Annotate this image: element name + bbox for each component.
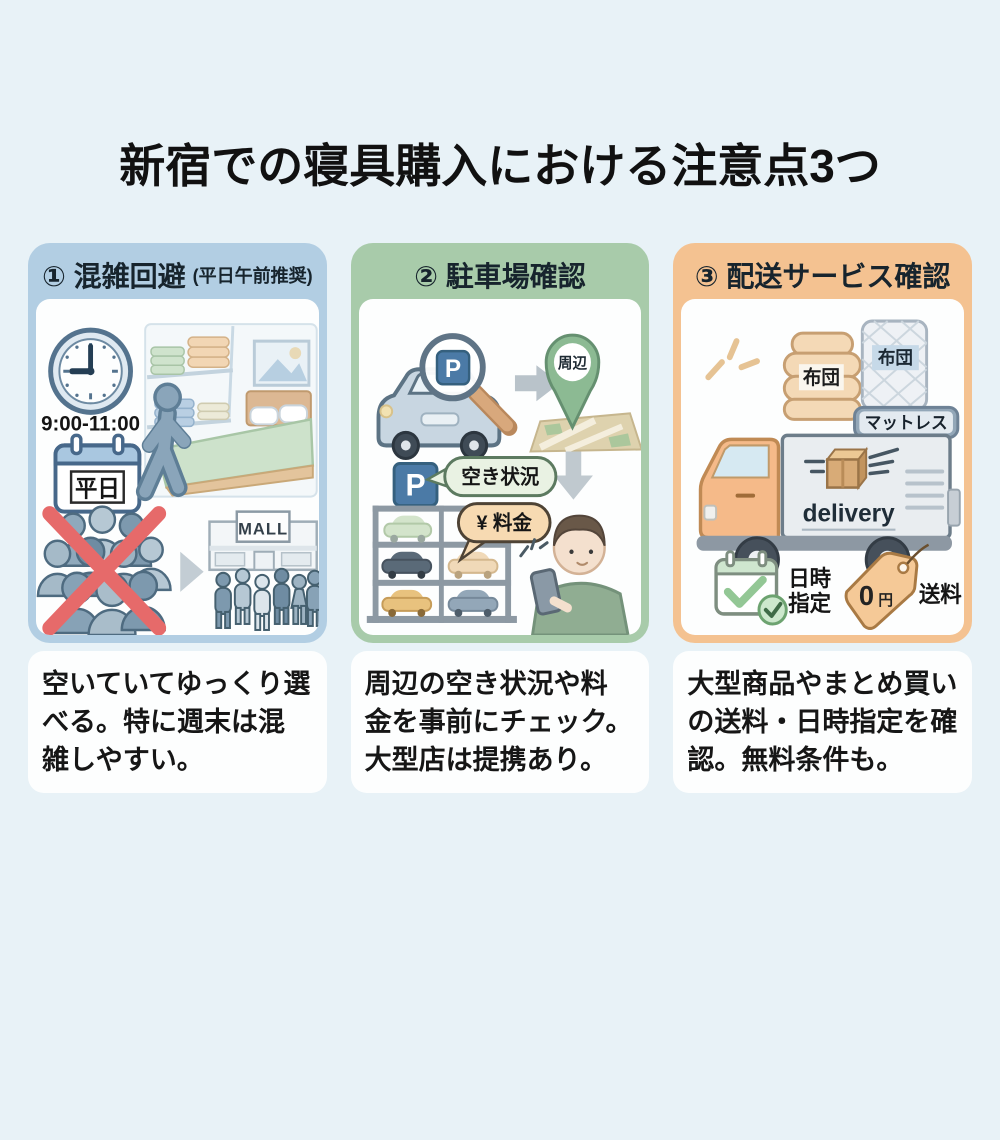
futon-package-icon: 布団: [861, 319, 929, 411]
delivery-label: delivery: [803, 500, 895, 527]
parked-car-green: [383, 515, 432, 543]
mattress-icon: マットレス: [853, 405, 960, 439]
futon-roll-label: 布団: [803, 366, 840, 388]
card2-header-text: ② 駐車場確認: [414, 260, 586, 292]
map-pin-icon: 周辺: [544, 333, 600, 431]
weekday-label: 平日: [75, 475, 120, 501]
futon-roll-icon: 布団: [783, 331, 863, 421]
caption3-line2: の送料・日時指定を確: [687, 706, 958, 737]
svg-text:0 円: 0 円: [859, 579, 893, 610]
card-parking-check-header: ② 駐車場確認: [359, 251, 642, 299]
card-crowd-avoidance: ① 混雑回避 (平日午前推奨): [28, 242, 327, 643]
card1-header-note: (平日午前推奨): [192, 265, 313, 286]
card-delivery-check-header: ③ 配送サービス確認: [681, 251, 964, 299]
caption-crowd-avoidance: 空いていてゆっくり選 べる。特に週末は混 雑しやすい。: [28, 650, 327, 793]
delivery-check-svg: 布団 布団: [696, 319, 962, 630]
crowd-avoidance-svg: 9:00-11:00 平日: [36, 322, 319, 635]
parking-check-svg: P 周辺: [366, 332, 642, 635]
card1-header-text: ① 混雑回避: [42, 260, 186, 292]
availability-bubble: 空き状況: [423, 455, 558, 497]
date-calendar-icon: [714, 550, 789, 626]
futon-package-label: 布団: [878, 347, 913, 368]
shipping-label: 送料: [919, 582, 962, 607]
delivery-logo-icon: [804, 446, 900, 491]
parked-car-dark: [381, 551, 432, 579]
folded-futon-stacks: [150, 336, 230, 428]
mall-building-icon: MALL: [208, 510, 318, 571]
caption-parking-check: 周辺の空き状況や料 金を事前にチェック。 大型店は提携あり。: [350, 650, 650, 793]
datetime-label-line2: 指定: [789, 591, 832, 616]
person-phone-icon: [519, 514, 630, 635]
caption2-line1: 周辺の空き状況や料: [364, 668, 608, 699]
caption2-line3: 大型店は提携あり。: [364, 744, 608, 775]
pin-label: 周辺: [558, 354, 587, 372]
parking-garage-icon: [366, 505, 517, 623]
captions-row: 空いていてゆっくり選 べる。特に週末は混 雑しやすい。 周辺の空き状況や料 金を…: [28, 650, 973, 793]
availability-label: 空き状況: [461, 465, 539, 488]
price-unit-label: 円: [879, 592, 894, 609]
card-crowd-avoidance-header: ① 混雑回避 (平日午前推奨): [36, 251, 319, 299]
price-tag-icon: 0 円: [844, 543, 930, 630]
arrow-down-icon: [553, 451, 593, 500]
card-delivery-check: ③ 配送サービス確認 布団: [673, 242, 973, 643]
parking-p-label: P: [405, 468, 425, 502]
page-title: 新宿での寝具購入における注意点3つ: [119, 140, 881, 192]
bedding-store-scene: [144, 322, 318, 498]
datetime-label-line1: 日時: [789, 565, 832, 590]
motion-lines-icon: [705, 338, 761, 381]
price-zero-label: 0: [859, 579, 874, 610]
walking-person-icon: [135, 382, 192, 501]
caption2-line2: 金を事前にチェック。: [364, 706, 633, 737]
card-parking-check-illustration: P 周辺: [358, 298, 642, 635]
caption3-line3: 認。無料条件も。: [687, 744, 904, 775]
card3-header-text: ③ 配送サービス確認: [694, 260, 951, 292]
shoppers-icon: [214, 567, 319, 631]
fee-label: ¥ 料金: [476, 511, 531, 534]
card-crowd-avoidance-illustration: 9:00-11:00 平日: [36, 298, 319, 635]
sparkle-lines: [519, 538, 549, 558]
card-delivery-check-illustration: 布団 布団: [681, 298, 965, 635]
caption1-line3: 雑しやすい。: [42, 744, 204, 775]
time-range-label: 9:00-11:00: [41, 412, 140, 435]
magnifier-p-label: P: [445, 356, 461, 383]
caption3-line1: 大型商品やまとめ買い: [687, 668, 958, 699]
caption1-line1: 空いていてゆっくり選: [42, 668, 311, 699]
map-icon: [528, 412, 642, 454]
cards-row: ① 混雑回避 (平日午前推奨): [28, 242, 973, 643]
arrow-right-icon: [514, 365, 560, 402]
parking-sign-icon: P: [392, 461, 439, 508]
fee-bubble: ¥ 料金: [456, 501, 552, 564]
parked-car-blue: [447, 589, 499, 617]
no-crowd-x-icon: [42, 506, 167, 635]
clock-icon: [48, 327, 133, 415]
magnifier-parking-icon: P: [419, 332, 518, 436]
address-lines: [905, 469, 945, 510]
bed-icon: [155, 390, 315, 497]
parked-car-pale-orange: [447, 551, 499, 579]
caption-delivery-check: 大型商品やまとめ買い の送料・日時指定を確 認。無料条件も。: [673, 650, 973, 793]
arrow-right-icon: [180, 551, 204, 592]
card-parking-check: ② 駐車場確認: [350, 242, 650, 643]
mattress-label: マットレス: [865, 413, 948, 432]
weekday-calendar-icon: 平日: [53, 433, 142, 514]
caption1-line2: べる。特に週末は混: [42, 706, 285, 737]
mall-sign-label: MALL: [238, 519, 288, 538]
parked-car-orange: [381, 589, 432, 617]
